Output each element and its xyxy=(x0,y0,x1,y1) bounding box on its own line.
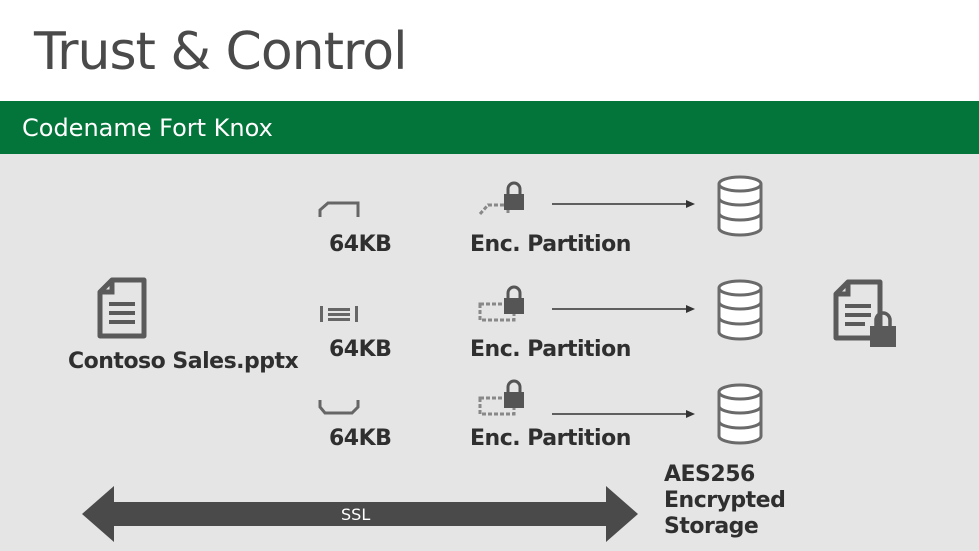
banner: Codename Fort Knox xyxy=(0,101,979,154)
storage-label: AES256 Encrypted Storage xyxy=(664,462,786,539)
database-icon-3 xyxy=(717,383,763,445)
database-icon-2 xyxy=(717,279,763,341)
locked-document-icon xyxy=(833,279,896,347)
encrypted-partition-icon-3 xyxy=(478,379,524,416)
ssl-label: SSL xyxy=(341,505,371,524)
partition-label-2: Enc. Partition xyxy=(470,337,631,362)
chunk-size-1: 64KB xyxy=(329,232,392,257)
arrow-to-storage-1 xyxy=(552,200,695,208)
arrow-to-storage-3 xyxy=(552,410,695,418)
chunk-icon-3 xyxy=(318,400,360,415)
ssl-double-arrow xyxy=(82,486,638,542)
arrow-to-storage-2 xyxy=(552,305,695,313)
chunk-icon-2 xyxy=(320,306,358,322)
slide-title: Trust & Control xyxy=(34,22,408,82)
diagram-panel xyxy=(0,154,979,551)
partition-label-1: Enc. Partition xyxy=(470,232,631,257)
chunk-icon-1 xyxy=(318,201,360,217)
source-file-label: Contoso Sales.pptx xyxy=(68,349,299,374)
chunk-size-2: 64KB xyxy=(329,337,392,362)
banner-text: Codename Fort Knox xyxy=(22,114,273,142)
database-icon-1 xyxy=(717,175,763,237)
chunk-size-3: 64KB xyxy=(329,426,392,451)
partition-label-3: Enc. Partition xyxy=(470,426,631,451)
encrypted-partition-icon-2 xyxy=(478,285,524,322)
document-icon xyxy=(97,277,147,339)
encrypted-partition-icon-1 xyxy=(478,181,524,215)
